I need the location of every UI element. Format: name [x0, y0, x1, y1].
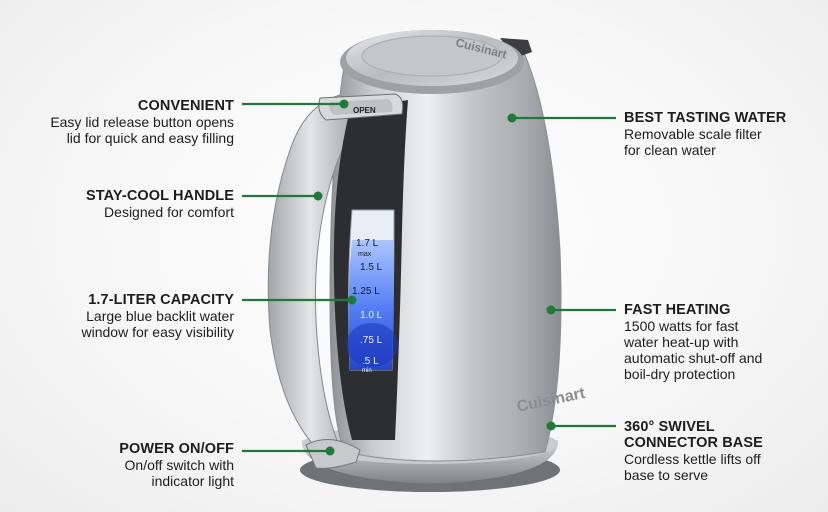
callout-power-line-2: indicator light [151, 473, 235, 489]
callout-power: POWER ON/OFF On/off switch with indicato… [119, 441, 234, 489]
callout-heating-title: FAST HEATING [624, 302, 731, 318]
callout-capacity-line-1: Large blue backlit water [86, 308, 234, 324]
water-window [346, 209, 398, 371]
callout-handle-title: STAY-COOL HANDLE [86, 188, 234, 204]
callout-base-line-1: Cordless kettle lifts off [624, 451, 761, 467]
callout-water-line-2: for clean water [624, 142, 716, 158]
callout-power-line-1: On/off switch with [124, 457, 234, 473]
callout-heating: FAST HEATING 1500 watts for fast water h… [624, 302, 762, 382]
callout-water-line-1: Removable scale filter [624, 126, 762, 142]
mark-1.5: 1.5 L [360, 262, 383, 273]
callout-handle: STAY-COOL HANDLE Designed for comfort [86, 188, 234, 220]
mark-1.7: 1.7 L [356, 238, 379, 249]
callout-capacity: 1.7-LITER CAPACITY Large blue backlit wa… [82, 292, 235, 340]
callout-capacity-title: 1.7-LITER CAPACITY [88, 292, 234, 308]
mark-0.5: .5 L [362, 356, 379, 367]
callout-heating-line-1: 1500 watts for fast [624, 318, 739, 334]
callout-convenient-title: CONVENIENT [137, 98, 234, 114]
kettle-spout [500, 38, 532, 58]
callout-handle-line-1: Designed for comfort [104, 204, 234, 220]
mark-1.0: 1.0 L [360, 310, 383, 321]
callout-convenient-line-1: Easy lid release button opens [50, 114, 234, 130]
callout-convenient-line-2: lid for quick and easy filling [66, 130, 234, 146]
callout-water-title: BEST TASTING WATER [624, 110, 787, 126]
mark-min: min [362, 368, 372, 374]
callout-base-title-2: CONNECTOR BASE [624, 435, 763, 451]
callout-convenient: CONVENIENT Easy lid release button opens… [50, 98, 234, 146]
callout-water: BEST TASTING WATER Removable scale filte… [624, 110, 786, 158]
callout-base: 360° SWIVEL CONNECTOR BASE Cordless kett… [624, 419, 763, 483]
volume-marks: 1.7 L max 1.5 L 1.25 L 1.0 L .75 L .5 L … [352, 238, 383, 374]
callout-base-title-1: 360° SWIVEL [624, 419, 715, 435]
open-label: OPEN [353, 106, 376, 115]
callout-base-line-2: base to serve [624, 467, 709, 483]
callout-heating-line-2: water heat-up with [624, 334, 739, 350]
callout-lines [242, 99, 616, 456]
mark-max: max [358, 251, 372, 258]
kettle-lid [340, 30, 524, 94]
callout-heating-line-4: boil-dry protection [624, 366, 736, 382]
mark-0.75: .75 L [360, 335, 383, 346]
mark-1.25: 1.25 L [352, 286, 380, 297]
callout-capacity-line-2: window for easy visibility [81, 324, 235, 340]
callout-heating-line-3: automatic shut-off and [624, 350, 763, 366]
callout-power-title: POWER ON/OFF [119, 441, 234, 457]
